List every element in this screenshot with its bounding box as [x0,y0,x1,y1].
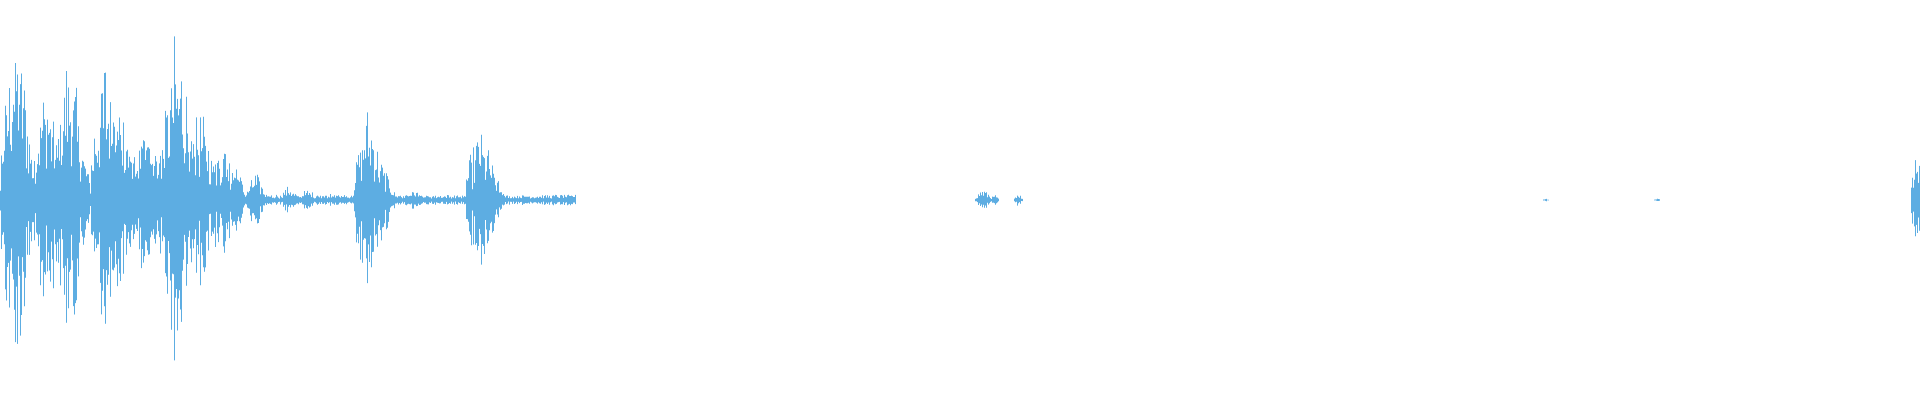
waveform-samples [0,36,1920,361]
